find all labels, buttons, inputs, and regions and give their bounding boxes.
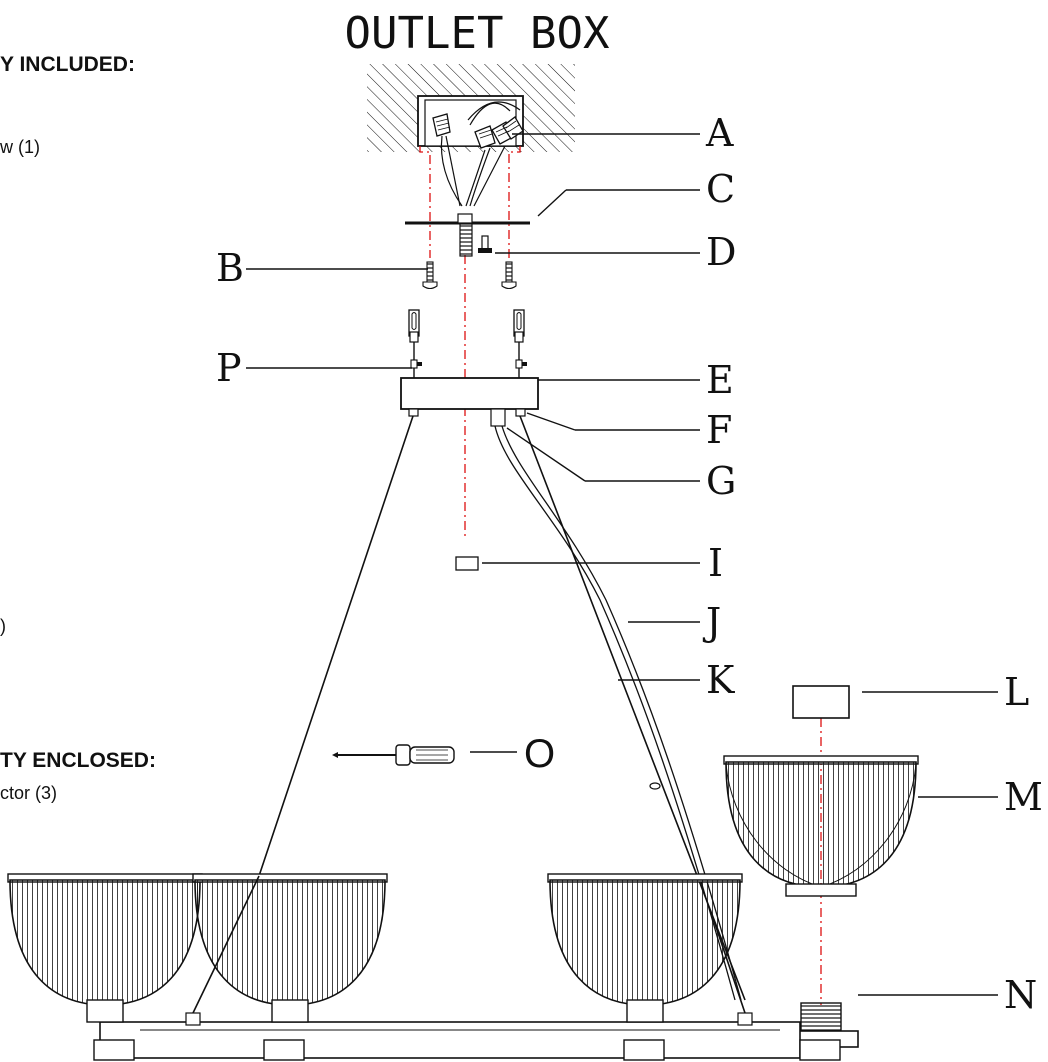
label-m: M bbox=[1004, 775, 1043, 819]
socket-cup bbox=[792, 685, 850, 719]
parts-list-panel: Y INCLUDED: w (1) ) TY ENCLOSED: ctor (3… bbox=[0, 53, 156, 803]
cable-grippers bbox=[408, 309, 527, 378]
label-e: E bbox=[706, 358, 734, 402]
label-j: J bbox=[702, 600, 721, 644]
mounting-screws bbox=[422, 261, 517, 290]
enclosed-heading: TY ENCLOSED: bbox=[0, 749, 156, 772]
glass-shade-1 bbox=[7, 873, 203, 1023]
label-i: I bbox=[708, 541, 723, 585]
glass-shade-detached bbox=[723, 755, 919, 897]
canopy-cap bbox=[455, 556, 479, 571]
paren-item: ) bbox=[0, 616, 6, 636]
cable-anchors bbox=[192, 875, 746, 1014]
crossbar bbox=[405, 213, 530, 257]
alignment-lines bbox=[419, 146, 822, 1005]
label-a: A bbox=[705, 111, 734, 155]
chandelier-frame bbox=[93, 1012, 841, 1061]
label-o: O bbox=[524, 732, 555, 776]
label-b: B bbox=[216, 246, 244, 290]
label-p: P bbox=[216, 346, 242, 390]
label-f: F bbox=[706, 408, 732, 452]
screw-item: w (1) bbox=[0, 137, 40, 157]
glass-shade-2 bbox=[192, 873, 388, 1023]
glass-shade-3 bbox=[547, 873, 743, 1023]
label-g: G bbox=[706, 459, 736, 503]
included-heading: Y INCLUDED: bbox=[0, 53, 135, 76]
screwdriver bbox=[332, 744, 455, 766]
outlet-box-title: OUTLET BOX bbox=[345, 8, 610, 59]
canopy bbox=[400, 377, 539, 427]
outlet-box bbox=[367, 64, 575, 152]
label-n: N bbox=[1004, 973, 1037, 1017]
label-d: D bbox=[706, 230, 736, 274]
part-labels: A C D B P E F G I J K L O M N bbox=[216, 111, 1043, 1017]
wire-connectors bbox=[432, 101, 524, 207]
ground-screw bbox=[478, 235, 492, 253]
label-l: L bbox=[1004, 670, 1029, 714]
label-c: C bbox=[706, 167, 735, 211]
leader-lines bbox=[246, 133, 998, 996]
connector-item: ctor (3) bbox=[0, 783, 57, 803]
label-k: K bbox=[706, 658, 735, 702]
